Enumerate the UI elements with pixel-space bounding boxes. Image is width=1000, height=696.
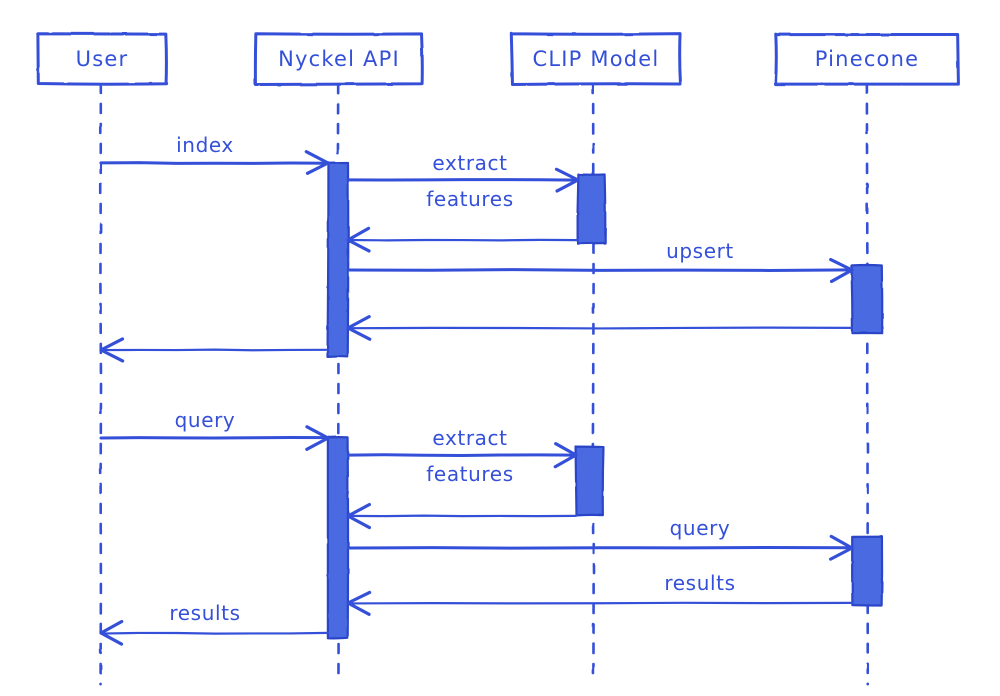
participant-user[interactable]: User (36, 32, 168, 86)
message-line (346, 545, 854, 550)
message-m12-results (99, 619, 330, 646)
participant-label-user: User (76, 47, 129, 71)
message-m5 (346, 315, 854, 341)
activation-rect (851, 535, 884, 607)
messages-layer (99, 150, 854, 646)
participant-box-nyckel (253, 32, 424, 86)
participant-pinecone[interactable]: Pinecone (774, 32, 960, 86)
message-m4-upsert (346, 257, 854, 284)
message-line (346, 326, 854, 330)
arrowhead (554, 167, 580, 193)
activation-rect (850, 263, 884, 335)
arrowhead (346, 590, 372, 616)
message-label-m8-line1: extract (432, 426, 507, 450)
message-label-m4: upsert (666, 239, 734, 263)
participant-label-pinecone: Pinecone (815, 47, 920, 71)
message-label-m10: query (670, 516, 731, 540)
message-m6 (99, 337, 330, 363)
activation-bar-nyckel-query (326, 435, 350, 640)
message-label-m2-line1: extract (432, 151, 507, 175)
arrowhead (829, 257, 854, 284)
message-line (99, 348, 330, 352)
message-labels-layer: index extract features upsert query extract fe… (169, 133, 735, 625)
activation-rect (326, 161, 350, 358)
message-m2-extract-features (346, 167, 580, 193)
participant-box-pinecone (774, 32, 960, 86)
message-label-m2-line2: features (426, 187, 513, 211)
message-m1-index (99, 150, 330, 175)
message-m8-extract-features (346, 442, 578, 469)
participant-box-user (36, 32, 168, 86)
message-line (346, 601, 854, 605)
activation-bar-pine-query (851, 535, 884, 607)
arrowhead (99, 337, 125, 363)
activation-rect (576, 173, 607, 245)
message-line (99, 436, 330, 440)
message-m7-query (99, 425, 330, 451)
activation-bar-pine-upsert (850, 263, 884, 335)
message-m9 (346, 502, 578, 530)
activation-bar-nyckel-index (326, 161, 350, 358)
activation-bar-clip-query (574, 445, 605, 517)
message-m10-query (346, 534, 854, 561)
arrowhead (305, 425, 330, 451)
message-label-m7: query (175, 408, 236, 432)
lifeline-user (99, 82, 103, 686)
message-line (346, 453, 578, 458)
arrowhead (346, 226, 371, 253)
participant-label-nyckel: Nyckel API (278, 47, 400, 71)
activation-rect (326, 435, 350, 640)
participants-layer: User Nyckel API CLIP Model Pinecone (36, 31, 960, 86)
arrowhead (304, 150, 330, 175)
message-label-m11: results (664, 571, 735, 595)
arrowhead (553, 442, 578, 469)
message-line (99, 631, 330, 635)
participant-label-clip: CLIP Model (533, 47, 660, 71)
message-m3 (346, 226, 580, 253)
participant-box-clip (509, 31, 682, 86)
arrowhead (829, 534, 854, 561)
message-label-m1: index (176, 133, 234, 157)
message-line (346, 268, 854, 272)
activation-rect (574, 445, 605, 517)
participant-clip[interactable]: CLIP Model (509, 31, 682, 86)
arrowhead (346, 502, 372, 530)
participant-nyckel[interactable]: Nyckel API (253, 32, 424, 86)
activation-bar-clip-index (576, 173, 607, 245)
activation-bars-layer (326, 161, 884, 640)
message-line (346, 178, 580, 182)
message-label-m8-line2: features (426, 462, 513, 486)
arrowhead (346, 315, 372, 341)
message-label-m12: results (169, 601, 240, 625)
arrowhead (99, 619, 124, 646)
message-line (99, 161, 330, 165)
message-m11-results (346, 590, 854, 616)
